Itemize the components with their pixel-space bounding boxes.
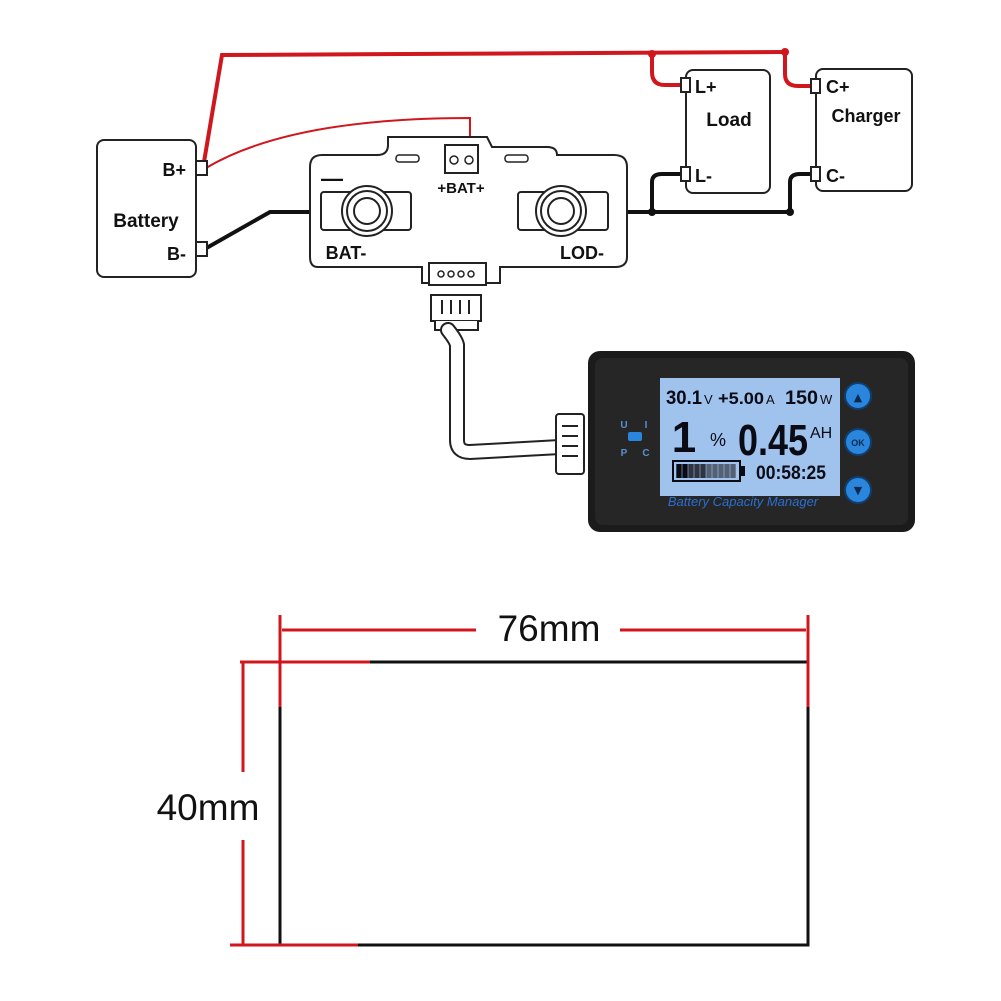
cable-plug-top <box>430 294 482 322</box>
battery-gauge-segment <box>712 464 718 478</box>
junction-dot <box>648 208 656 216</box>
side-label-i: I <box>645 420 648 431</box>
charger-plus-terminal <box>810 78 821 94</box>
charger-plus-label: C+ <box>826 77 850 97</box>
battery-gauge-segment <box>688 464 694 478</box>
up-arrow-icon: ▲ <box>854 391 863 404</box>
ok-label: OK <box>851 438 865 448</box>
up-button[interactable]: ▲ <box>844 382 872 410</box>
capacity-value: 0.45 <box>738 416 808 465</box>
sense-wire <box>205 116 471 169</box>
battery-gauge-segment <box>724 464 730 478</box>
voltage-unit: V <box>704 392 713 407</box>
battery-box: Battery B+ B- <box>96 139 208 278</box>
charger-minus-terminal <box>810 166 821 182</box>
cable-plug-side <box>555 413 585 475</box>
current-value: +5.00 <box>718 389 764 408</box>
shunt-minus-mark: — <box>321 166 343 191</box>
battery-title: Battery <box>113 211 179 232</box>
junction-dot <box>648 50 656 58</box>
shunt-board: — +BAT+ BAT- LOD- <box>309 136 628 286</box>
ok-button[interactable]: OK <box>844 428 872 456</box>
charger-positive-wire <box>783 52 812 88</box>
cutout-drawing: 76mm 40mm <box>157 608 810 947</box>
down-arrow-icon: ▼ <box>854 484 863 497</box>
lod-minus-label: LOD- <box>560 243 604 263</box>
down-button[interactable]: ▼ <box>844 476 872 504</box>
voltage-value: 30.1 <box>666 388 702 409</box>
width-dimension-label: 76mm <box>498 608 601 649</box>
battery-plus-label: B+ <box>162 160 186 180</box>
current-unit: A <box>766 392 775 407</box>
side-label-c: C <box>642 448 649 459</box>
bat-minus-label: BAT- <box>326 243 367 263</box>
charger-box: C+ Charger C- <box>810 68 913 192</box>
brand-text: Battery Capacity Manager <box>668 494 819 509</box>
meter-display: U I P C 30.1 V +5.00 A 150 W 1 % 0.45 AH… <box>588 351 915 532</box>
load-box: L+ Load L- <box>680 69 771 194</box>
load-negative-wire <box>650 172 682 212</box>
battery-gauge-segment <box>730 464 736 478</box>
battery-gauge-segment <box>682 464 688 478</box>
power-value: 150 <box>785 388 818 409</box>
dimension-lines <box>230 615 810 947</box>
junction-dot <box>781 48 789 56</box>
load-minus-label: L- <box>695 166 712 186</box>
battery-plus-terminal <box>195 160 208 176</box>
battery-gauge-segment <box>676 464 682 478</box>
battery-minus-terminal <box>195 241 208 257</box>
load-plus-label: L+ <box>695 77 717 97</box>
percent-unit: % <box>710 430 726 450</box>
charger-title: Charger <box>831 106 900 126</box>
battery-gauge-segment <box>706 464 712 478</box>
positive-wires <box>201 50 812 169</box>
cutout-outline <box>358 660 810 947</box>
load-minus-terminal <box>680 166 691 182</box>
load-plus-terminal <box>680 77 691 93</box>
load-positive-wire <box>650 54 682 87</box>
capacity-unit: AH <box>810 425 832 442</box>
height-dimension-label: 40mm <box>157 787 260 828</box>
mode-indicator <box>628 432 642 441</box>
battery-gauge-bars <box>676 464 736 478</box>
battery-minus-label: B- <box>167 244 186 264</box>
power-unit: W <box>820 392 833 407</box>
junction-dot <box>786 208 794 216</box>
charger-negative-wire <box>788 172 812 212</box>
side-label-u: U <box>620 420 627 431</box>
battery-gauge-segment <box>700 464 706 478</box>
data-cable <box>430 294 585 475</box>
shunt-sense-label: +BAT+ <box>437 180 484 197</box>
side-label-p: P <box>621 448 628 459</box>
percent-value: 1 <box>672 413 696 462</box>
battery-gauge-segment <box>718 464 724 478</box>
battery-gauge-segment <box>694 464 700 478</box>
elapsed-time: 00:58:25 <box>756 463 826 484</box>
main-positive-wire <box>201 50 786 169</box>
load-title: Load <box>706 110 751 131</box>
charger-minus-label: C- <box>826 166 845 186</box>
